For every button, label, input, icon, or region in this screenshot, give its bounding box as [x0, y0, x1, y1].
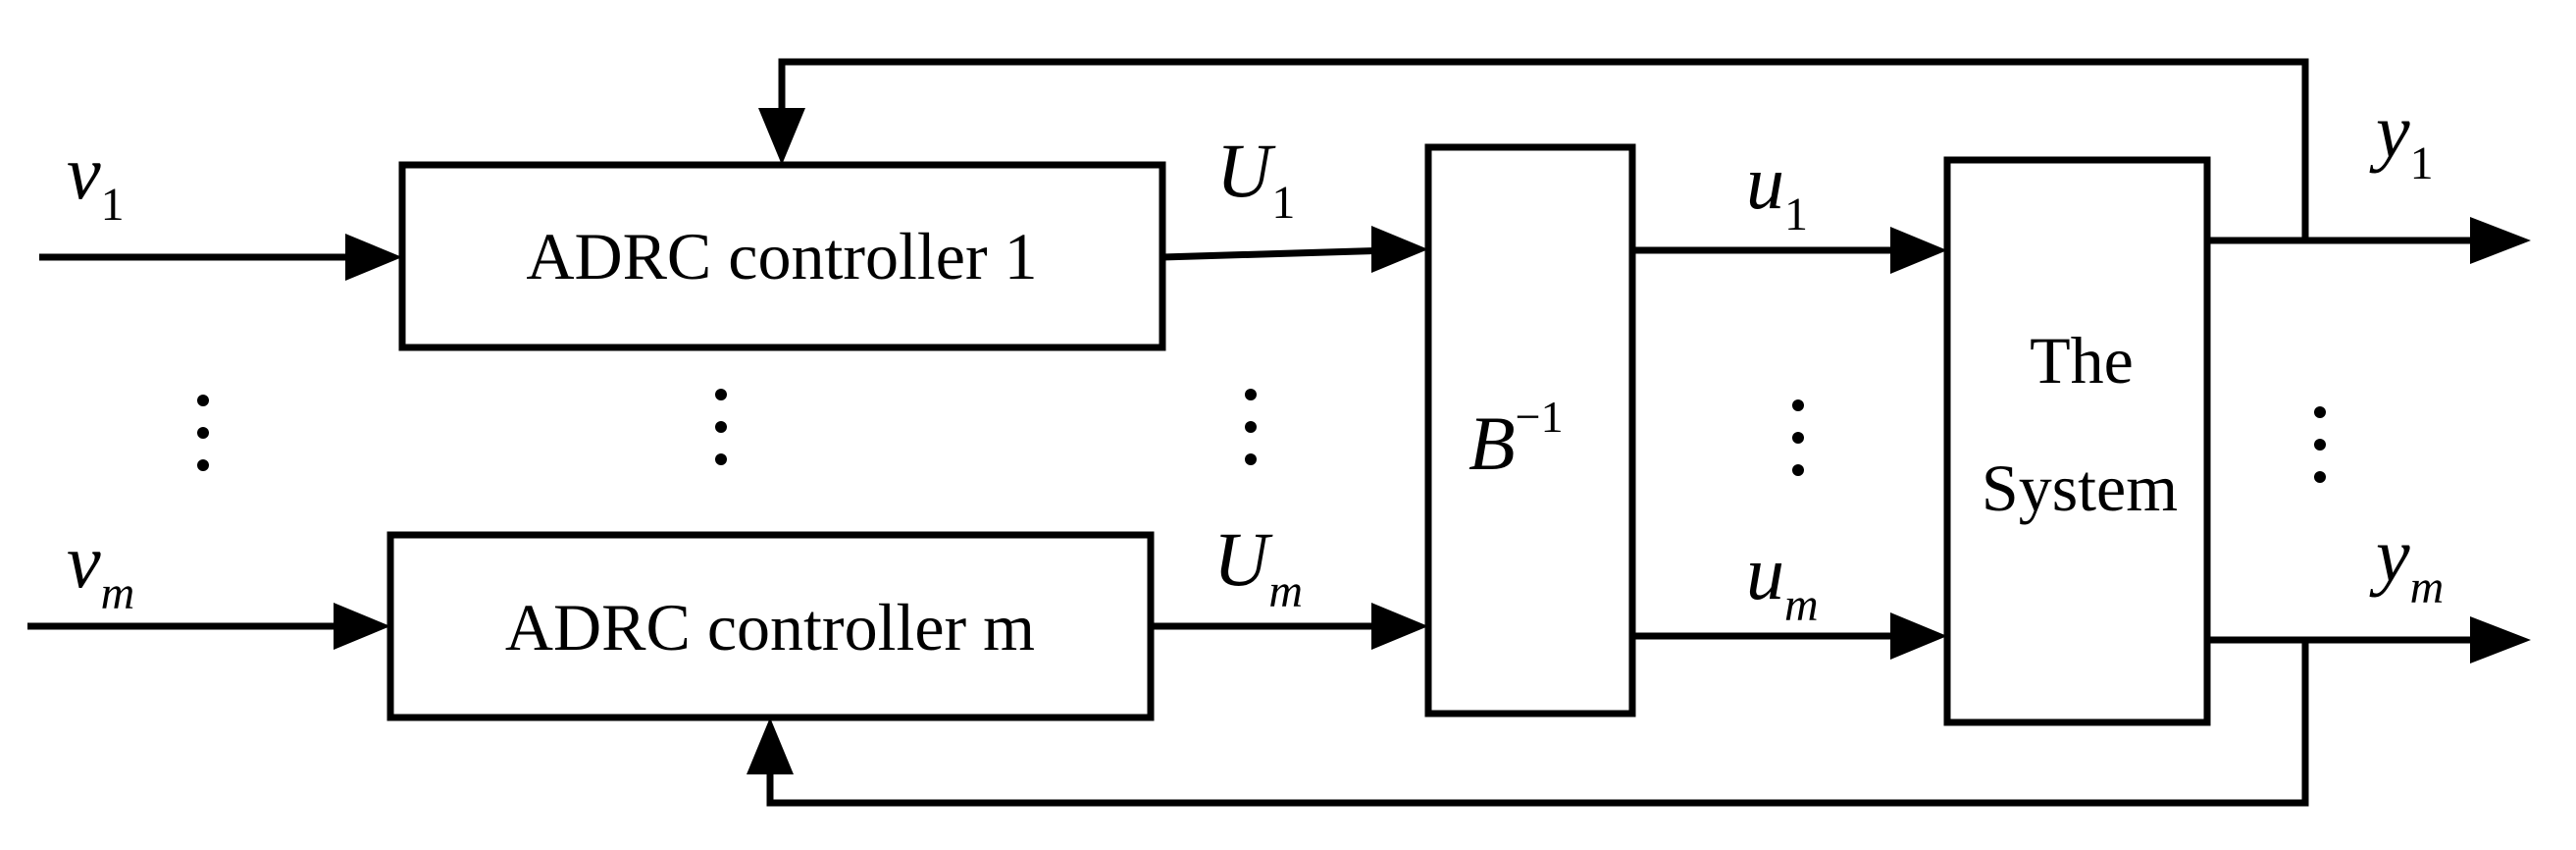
control-U1-line	[1161, 246, 1392, 261]
ellipsis-outputs	[2314, 406, 2326, 483]
plant-input-u1-arrowhead	[1890, 227, 1947, 274]
control-Um-label: Um	[1213, 516, 1303, 617]
output-y1-label: y1	[2369, 88, 2434, 189]
system-block	[1943, 156, 2211, 726]
feedback-y1-arrowhead	[758, 108, 805, 165]
input-v1-arrowhead	[345, 234, 402, 281]
input-vm-label: vm	[67, 518, 134, 619]
plant-input-u1-label: u1	[1746, 139, 1808, 240]
output-ym-arrowhead	[2470, 616, 2531, 664]
ellipsis-control-signals	[1245, 389, 1257, 465]
output-y1-arrowhead	[2470, 217, 2531, 264]
adrc-controller-m-label: ADRC controller m	[505, 590, 1035, 664]
output-ym-label: ym	[2369, 512, 2444, 613]
feedback-ym-arrowhead	[747, 717, 794, 774]
adrc-controller-1-block	[398, 161, 1166, 351]
feedback-ym-line	[766, 640, 2309, 807]
ellipsis-controllers	[715, 389, 727, 465]
system-label-line2: System	[1982, 451, 2178, 525]
decoupling-matrix-block	[1424, 143, 1636, 717]
input-vm-arrowhead	[334, 603, 390, 650]
control-U1-label: U1	[1216, 128, 1295, 229]
plant-input-um-label: um	[1746, 530, 1819, 631]
ellipsis-plant-inputs	[1792, 399, 1804, 476]
control-U1-arrowhead	[1371, 226, 1428, 273]
plant-input-um-arrowhead	[1890, 612, 1947, 660]
control-Um-arrowhead	[1371, 603, 1428, 650]
decoupling-matrix-label: B−1	[1468, 392, 1564, 486]
adrc-controller-m-block	[386, 531, 1155, 721]
adrc-controller-1-label: ADRC controller 1	[526, 219, 1037, 293]
feedback-y1-line	[778, 58, 2309, 240]
system-label-line1: The	[2030, 323, 2134, 398]
input-v1-label: v1	[67, 130, 125, 231]
ellipsis-inputs	[197, 395, 209, 471]
